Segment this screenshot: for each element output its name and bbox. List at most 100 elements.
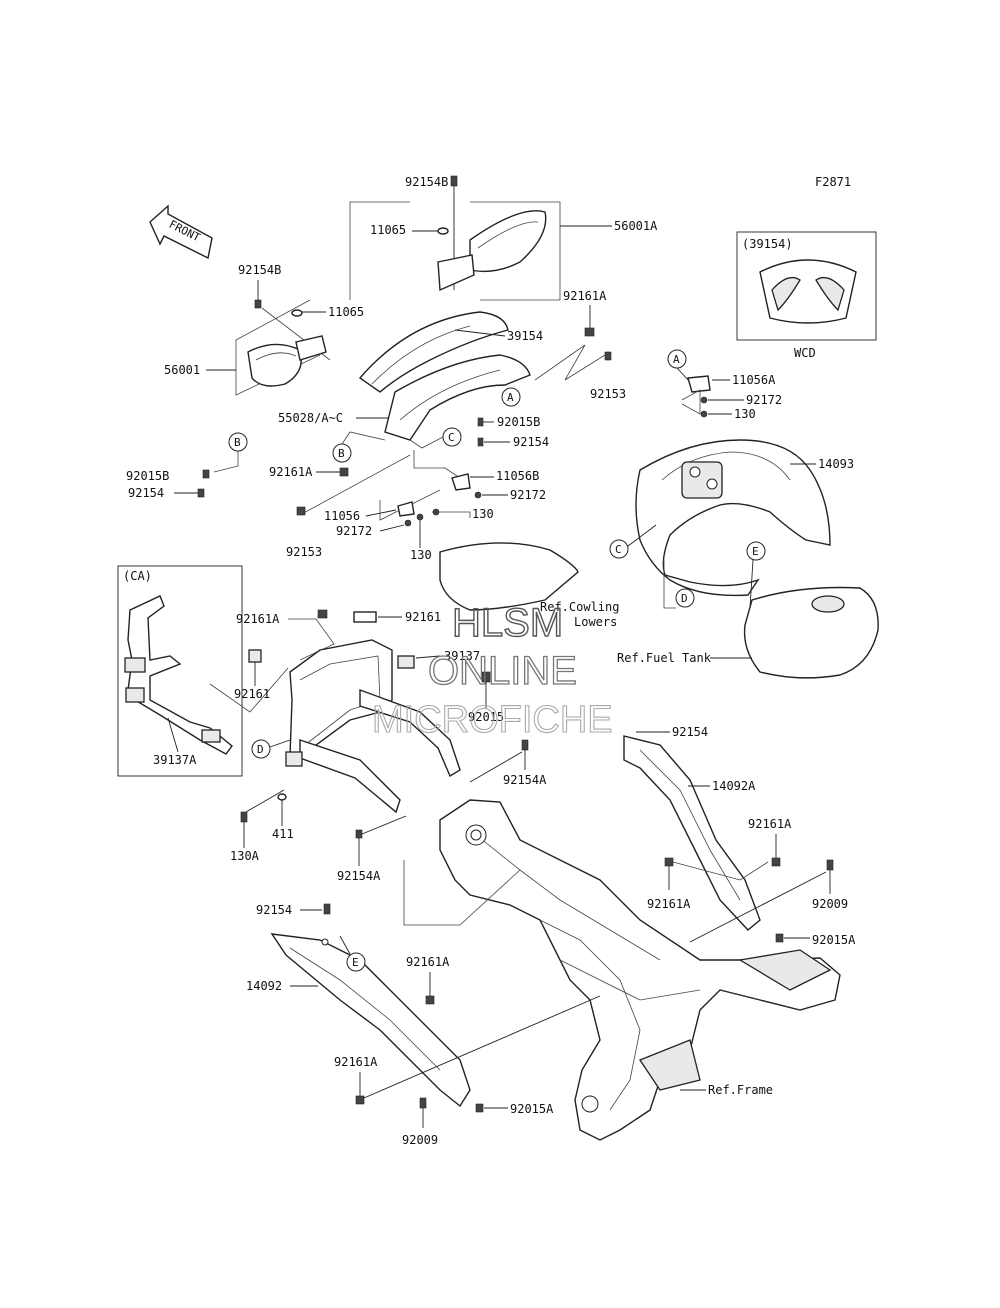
nut-icon (775, 933, 784, 943)
screw-icon (404, 519, 412, 527)
ref-frame: Ref.Frame (708, 1083, 773, 1097)
label-92015B-left: 92015B (126, 469, 169, 483)
label-92015A-bottom: 92015A (510, 1102, 554, 1116)
bolt-icon (521, 739, 529, 751)
label-14093: 14093 (818, 457, 854, 471)
nut-icon (339, 467, 349, 477)
mirror-bracket-line (349, 201, 410, 300)
label-11056B: 11056B (496, 469, 539, 483)
label-130-right: 130 (734, 407, 756, 421)
screw-icon (432, 508, 440, 516)
bracket-c-line (413, 450, 461, 479)
leader-130A (245, 789, 285, 813)
bolt-icon (477, 437, 484, 447)
ca-box (117, 565, 243, 777)
grommet-icon (437, 227, 449, 235)
side-cover-14092A-illustration (623, 735, 761, 931)
leader-C-mid (409, 436, 444, 449)
nut-icon (355, 1095, 365, 1105)
bolt-icon (604, 351, 612, 361)
label-92154B-top: 92154B (405, 175, 448, 189)
figure-code: F2871 (815, 175, 851, 189)
bolt-icon (826, 859, 834, 871)
leader-130-mid (432, 511, 471, 518)
side-cover-14092-illustration (270, 933, 471, 1108)
label-92009-bottom: 92009 (402, 1133, 438, 1147)
nut-icon (475, 1103, 484, 1113)
label-92172-right: 92172 (746, 393, 782, 407)
nut-icon (664, 857, 674, 867)
label-92161A-right: 92161A (748, 817, 792, 831)
leader-C-right (627, 524, 657, 547)
leader-B-mid (341, 431, 386, 445)
nut-icon (425, 995, 435, 1005)
leader-39137A (167, 717, 179, 753)
bracket-11056-line (379, 489, 441, 521)
callout-E-bottom (346, 952, 366, 972)
screw-icon (416, 513, 424, 521)
clip-11056A-icon (687, 375, 711, 393)
callout-A-upper-text: A (507, 391, 514, 404)
label-92153-right: 92153 (590, 387, 626, 401)
label-92161A-top: 92161A (563, 289, 607, 303)
callout-D-right (675, 588, 695, 608)
label-92161A-bracket: 92161A (236, 612, 280, 626)
label-56001A: 56001A (614, 219, 658, 233)
wcd-box (736, 231, 877, 341)
label-411: 411 (272, 827, 294, 841)
callout-E-right-text: E (752, 545, 759, 558)
bolt-icon (419, 1097, 427, 1109)
label-92161-bracket: 92161 (405, 610, 441, 624)
label-92154B-left: 92154B (238, 263, 281, 277)
label-130-mid: 130 (472, 507, 494, 521)
label-92015: 92015 (468, 710, 504, 724)
label-11056: 11056 (324, 509, 360, 523)
label-11056A: 11056A (732, 373, 776, 387)
leader-39137 (415, 655, 441, 659)
leader-92172-left (379, 524, 405, 532)
wcd-code: (39154) (742, 237, 793, 251)
cowling-lowers-ref-illustration (439, 542, 579, 611)
ca-connect-line (209, 667, 289, 713)
label-92161-left: 92161 (234, 687, 270, 701)
label-56001: 56001 (164, 363, 200, 377)
leader-D-right (663, 560, 676, 609)
bracket-11056A (681, 389, 701, 415)
leader-D-left (269, 739, 291, 748)
label-92172-mid: 92172 (510, 488, 546, 502)
leader-92154A-mid-diag (469, 751, 523, 783)
bolt-icon (323, 903, 331, 915)
label-11065-top: 11065 (370, 223, 406, 237)
callout-B-left-text: B (234, 436, 241, 449)
frame-ref-illustration (439, 799, 841, 1141)
label-92009-right: 92009 (812, 897, 848, 911)
mirror-left-illustration (247, 335, 327, 387)
label-92154-right: 92154 (672, 725, 708, 739)
callout-E-bottom-text: E (352, 956, 359, 969)
fuel-tank-ref-illustration (743, 586, 879, 679)
wcd-windshield-illustration (759, 259, 857, 324)
mirror-bracket-line-right (470, 201, 561, 301)
callout-D-left-text: D (257, 743, 264, 756)
bolt-icon (254, 299, 262, 309)
leader-11056 (365, 509, 397, 517)
label-92161A-bottom: 92161A (406, 955, 450, 969)
clip-11056-icon (397, 501, 415, 517)
screw-icon (474, 491, 482, 499)
mirror-left-bracket (235, 299, 311, 370)
nut-icon (296, 506, 306, 516)
label-14092A: 14092A (712, 779, 756, 793)
label-92172-left: 92172 (336, 524, 372, 538)
rubber-92161-left-icon (248, 649, 262, 663)
label-92153-left: 92153 (286, 545, 322, 559)
nut-icon (202, 469, 210, 479)
bolt-icon (477, 417, 484, 427)
nut-icon (317, 609, 328, 619)
label-92154-bottom: 92154 (256, 903, 292, 917)
clip-11056B-icon (451, 473, 471, 491)
leader-E-bottom (339, 935, 351, 955)
cowling-bracket-illustration (384, 354, 531, 441)
wcd-label: WCD (794, 346, 816, 360)
bolt-icon (450, 175, 458, 187)
mirror-right-illustration (437, 210, 547, 292)
